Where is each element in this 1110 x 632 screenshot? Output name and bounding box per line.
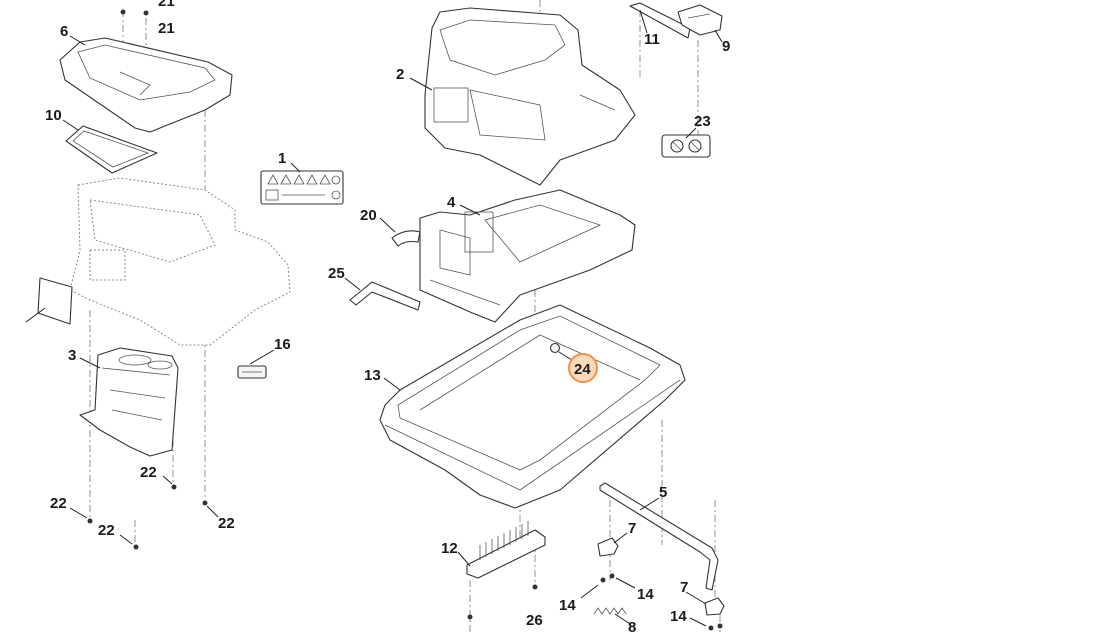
label-22-c[interactable]: 22 — [218, 515, 235, 532]
label-8[interactable]: 8 — [628, 619, 636, 632]
part-23-knob-plate — [661, 134, 711, 158]
part-2-main-housing — [424, 7, 636, 186]
label-4[interactable]: 4 — [447, 194, 456, 211]
ghost-housing — [69, 177, 291, 346]
label-25[interactable]: 25 — [328, 265, 345, 282]
part-1-warning-label — [260, 170, 344, 205]
label-7-b[interactable]: 7 — [680, 579, 688, 596]
part-24-nut — [549, 342, 561, 354]
label-11[interactable]: 11 — [644, 31, 660, 48]
part-10-seal-frame — [65, 125, 158, 174]
label-21-a[interactable]: 21 — [158, 0, 175, 10]
part-8-spring — [593, 607, 627, 615]
label-22-d[interactable]: 22 — [98, 522, 115, 539]
hotspot-24-circle[interactable] — [568, 353, 598, 383]
part-7-clip-upper — [597, 537, 619, 557]
label-24[interactable]: 24 — [574, 361, 591, 378]
label-7-a[interactable]: 7 — [628, 520, 636, 537]
part-12-comb — [466, 521, 546, 579]
label-14-c[interactable]: 14 — [670, 608, 687, 625]
label-22-b[interactable]: 22 — [50, 495, 67, 512]
label-plate-left — [25, 277, 73, 325]
label-6[interactable]: 6 — [60, 23, 68, 40]
label-9[interactable]: 9 — [722, 38, 730, 55]
label-2[interactable]: 2 — [396, 66, 404, 83]
part-9-handle-block — [677, 4, 723, 36]
part-20-cable-hook — [391, 230, 421, 247]
screws-right — [467, 573, 723, 631]
part-labels: 6 21 21 10 1 3 16 22 22 22 22 2 11 9 23 … — [45, 0, 730, 632]
label-14-b[interactable]: 14 — [637, 586, 654, 603]
screws-left — [87, 9, 208, 550]
label-5[interactable]: 5 — [659, 484, 667, 501]
label-1[interactable]: 1 — [278, 150, 286, 167]
label-20[interactable]: 20 — [360, 207, 377, 224]
label-22-a[interactable]: 22 — [140, 464, 157, 481]
label-3[interactable]: 3 — [68, 347, 76, 364]
part-13-base-tray — [379, 304, 686, 509]
label-23[interactable]: 23 — [694, 113, 711, 130]
label-13[interactable]: 13 — [364, 367, 381, 384]
part-7-clip-lower — [704, 597, 725, 616]
part-16-tag — [237, 365, 267, 379]
label-21-b[interactable]: 21 — [158, 20, 175, 37]
label-26[interactable]: 26 — [526, 612, 543, 629]
part-25-bracket — [349, 281, 421, 311]
part-4-chassis-frame — [419, 189, 636, 323]
part-6-top-cover — [59, 37, 233, 133]
part-3-inner-bin — [79, 347, 179, 457]
hotspot-24[interactable]: 24 — [568, 353, 598, 383]
label-12[interactable]: 12 — [441, 540, 458, 557]
label-14-a[interactable]: 14 — [559, 597, 576, 614]
label-10[interactable]: 10 — [45, 107, 62, 124]
part-5-rod — [599, 482, 719, 591]
label-16[interactable]: 16 — [274, 336, 291, 353]
